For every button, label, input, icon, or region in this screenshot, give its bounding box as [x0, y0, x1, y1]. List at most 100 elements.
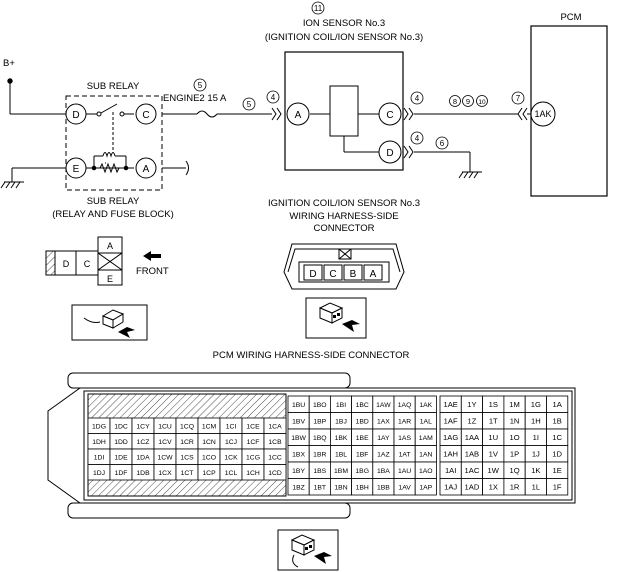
pcm-right-cell: [546, 478, 569, 496]
pcm-left-pin-label: 1CN: [202, 439, 216, 446]
ic-connector-title-2: WIRING HARNESS-SIDE: [289, 211, 398, 222]
relay-e-label: E: [73, 164, 80, 175]
pcm-left-pin-label: 1CA: [268, 423, 282, 430]
pcm-right-pin-label: 1AA: [465, 433, 480, 442]
main-wire: [162, 107, 282, 121]
ic-connector-title-3: CONNECTOR: [313, 223, 374, 234]
pcm-right-pin-label: 1V: [489, 449, 499, 458]
pcm-right-pin-label: 1S: [489, 400, 498, 409]
pcm-right-pin-label: 1D: [552, 449, 562, 458]
pcm-left-pin-label: 1CI: [226, 423, 237, 430]
pcm-mid-pin-label: 1BB: [377, 484, 390, 491]
pcm-right-pin-label: 1M: [509, 400, 520, 409]
pcm-mid-pin-label: 1AU: [398, 468, 411, 475]
pcm-right-pin-label: 1A: [553, 400, 563, 409]
bplus-wire: [7, 78, 66, 115]
sub-relay-box: [65, 95, 163, 191]
subrelay-conn-e: E: [107, 274, 113, 284]
pcm-1ak-label: 1AK: [534, 109, 551, 119]
circuit-7: 7: [516, 94, 521, 103]
sensor-terminal-a: [286, 102, 310, 126]
circuit-4b: 4: [415, 94, 420, 103]
pcm-mid-pin-label: 1BE: [356, 435, 369, 442]
pcm-left-pin-label: 1CJ: [225, 439, 237, 446]
pcm-right-pin-label: 1W: [488, 466, 500, 475]
subrelay-conn-c: C: [84, 259, 91, 269]
relay-switch: [86, 103, 134, 152]
relay-terminal-c: [135, 103, 157, 125]
relay-d-label: D: [72, 110, 79, 121]
relay-c-label: C: [142, 110, 149, 121]
circuit-5a: 5: [198, 81, 203, 90]
pcm-mid-pin-label: 1BU: [292, 402, 305, 409]
pcm-left-pin-label: 1CT: [181, 470, 194, 477]
pcm-right-pin-label: 1B: [553, 416, 562, 425]
sub-relay-bottom-sub: (RELAY AND FUSE BLOCK): [52, 209, 174, 220]
subrelay-conn-d: D: [63, 259, 70, 269]
pcm-mid-pin-label: 1BR: [313, 451, 326, 458]
pcm-right-pin-label: 1U: [488, 433, 498, 442]
sub-relay-top-label: SUB RELAY: [87, 81, 140, 92]
pcm-mid-pin-label: 1AV: [398, 484, 411, 491]
circuit-9: 9: [466, 97, 470, 106]
pcm-right-pin-label: 1G: [531, 400, 541, 409]
pcm-left-pin-label: 1CQ: [180, 423, 194, 430]
pcm-mid-pin-label: 1AT: [399, 451, 411, 458]
ic-connector-title-1: IGNITION COIL/ION SENSOR No.3: [268, 198, 420, 209]
signal-wire: [403, 107, 531, 121]
pcm-left-pin-label: 1DE: [114, 454, 128, 461]
pcm-right-pin-label: 1Z: [468, 416, 477, 425]
pcm-mid-pin-label: 1BH: [356, 484, 369, 491]
subrelay-conn-a: A: [107, 241, 113, 251]
pcm-right-pin-label: 1AI: [445, 466, 456, 475]
pcm-left-pin-label: 1CR: [180, 439, 194, 446]
pcm-mid-pin-label: 1BL: [335, 451, 347, 458]
pcm-left-cell: [263, 464, 287, 481]
pcm-mid-pin-label: 1BO: [313, 402, 327, 409]
pcm-right-pin-label: 1P: [510, 449, 519, 458]
pcm-mid-pin-label: 1BN: [334, 484, 347, 491]
pcm-left-pin-label: 1CW: [157, 454, 173, 461]
pcm-left-pin-label: 1CF: [247, 439, 260, 446]
sensor-c-label: C: [386, 110, 393, 121]
ic-connector: [283, 243, 405, 290]
pcm-mid-pin-label: 1BC: [356, 402, 369, 409]
sensor-terminal-c: [378, 102, 402, 126]
ion-sensor-module: [329, 85, 359, 137]
pcm-mid-pin-label: 1BI: [336, 402, 346, 409]
pcm-left-pin-label: 1CE: [246, 423, 260, 430]
pcm-connector-title: PCM WIRING HARNESS-SIDE CONNECTOR: [213, 350, 410, 361]
pcm-mid-pin-label: 1BM: [334, 468, 348, 475]
pcm-mid-pin-label: 1BD: [356, 418, 369, 425]
pcm-mid-pin-label: 1AO: [419, 468, 433, 475]
sensor-a-label: A: [295, 110, 302, 121]
ic-pin-d: D: [309, 269, 316, 280]
circuit-8: 8: [453, 97, 457, 106]
pcm-mid-pin-label: 1AK: [419, 402, 432, 409]
pcm-right-pin-label: 1J: [532, 449, 540, 458]
pcm-right-pin-label: 1N: [510, 416, 520, 425]
sub-relay-connector: [45, 236, 123, 286]
pcm-right-pin-label: 1K: [531, 466, 540, 475]
relay-terminal-d: [65, 103, 87, 125]
pcm-terminal-1ak: [530, 101, 556, 127]
pcm-mid-pin-label: 1AM: [419, 435, 433, 442]
ion-sensor-subtitle: (IGNITION COIL/ION SENSOR No.3): [265, 32, 423, 43]
ion-sensor-internal: [310, 113, 380, 153]
probe-icon-3: [277, 529, 339, 571]
pcm-right-pin-label: 1Q: [509, 466, 519, 475]
ground-wire: [403, 145, 482, 179]
pcm-mid-pin-label: 1AL: [420, 418, 432, 425]
circuit-10: 10: [478, 99, 486, 106]
pcm-left-pin-label: 1CV: [158, 439, 172, 446]
sensor-d-label: D: [386, 148, 393, 159]
pcm-left-pin-label: 1DC: [114, 423, 128, 430]
pcm-left-pin-label: 1DD: [114, 439, 128, 446]
pcm-right-pin-label: 1AH: [443, 449, 458, 458]
pcm-mid-pin-label: 1BQ: [313, 435, 327, 442]
relay-ground: [0, 167, 66, 189]
pcm-right-pin-label: 1AD: [465, 482, 480, 491]
pcm-mid-pin-label: 1BA: [377, 468, 390, 475]
pcm-right-pin-label: 1E: [553, 466, 562, 475]
pcm-right-pin-label: 1R: [510, 482, 520, 491]
